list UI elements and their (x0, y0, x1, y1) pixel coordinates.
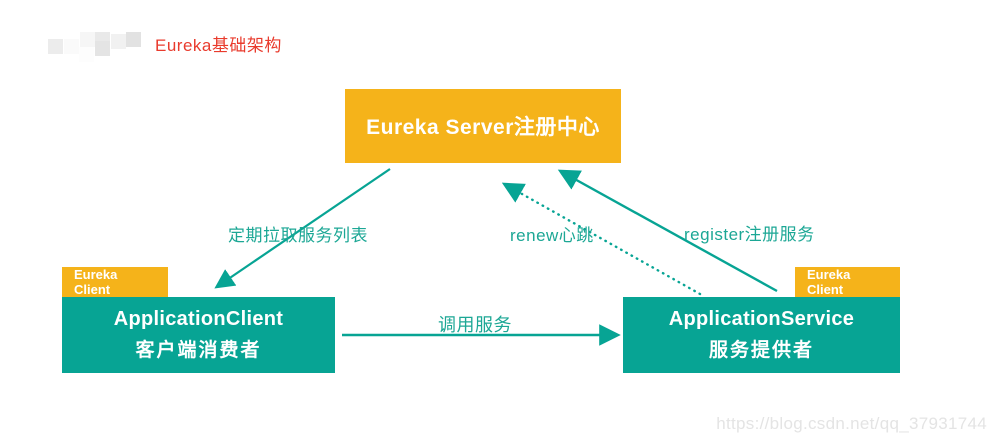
logo-block (111, 34, 126, 49)
node-application-client: ApplicationClient 客户端消费者 (62, 297, 335, 373)
application-client-name: ApplicationClient (113, 308, 284, 330)
logo-block (80, 32, 95, 47)
node-eureka-server: Eureka Server注册中心 (345, 89, 621, 163)
eureka-client-tag-left: Eureka Client (62, 267, 168, 297)
arrow-register-service (557, 169, 778, 293)
edge-label-renew-heartbeat: renew心跳 (510, 226, 594, 245)
logo-block (64, 39, 79, 54)
edge-label-pull-service-list: 定期拉取服务列表 (228, 226, 368, 245)
edge-label-call-service: 调用服务 (438, 315, 512, 335)
application-service-subtitle: 服务提供者 (708, 340, 814, 361)
eureka-client-tag-right: Eureka Client (795, 267, 900, 297)
page-title: Eureka基础架构 (155, 36, 282, 55)
blurred-logo (48, 31, 141, 62)
arrow-renew-heartbeat (501, 182, 702, 296)
edge-label-register-service: register注册服务 (684, 225, 815, 244)
logo-block (95, 41, 110, 56)
watermark-url: https://blog.csdn.net/qq_37931744 (716, 414, 987, 433)
logo-block (79, 47, 94, 62)
application-client-subtitle: 客户端消费者 (135, 340, 262, 361)
arrow-pull-service-list (214, 168, 391, 289)
logo-block (48, 39, 63, 54)
logo-block (126, 32, 141, 47)
eureka-server-label: Eureka Server注册中心 (366, 116, 600, 139)
node-application-service: ApplicationService 服务提供者 (623, 297, 900, 373)
application-service-name: ApplicationService (668, 308, 855, 330)
